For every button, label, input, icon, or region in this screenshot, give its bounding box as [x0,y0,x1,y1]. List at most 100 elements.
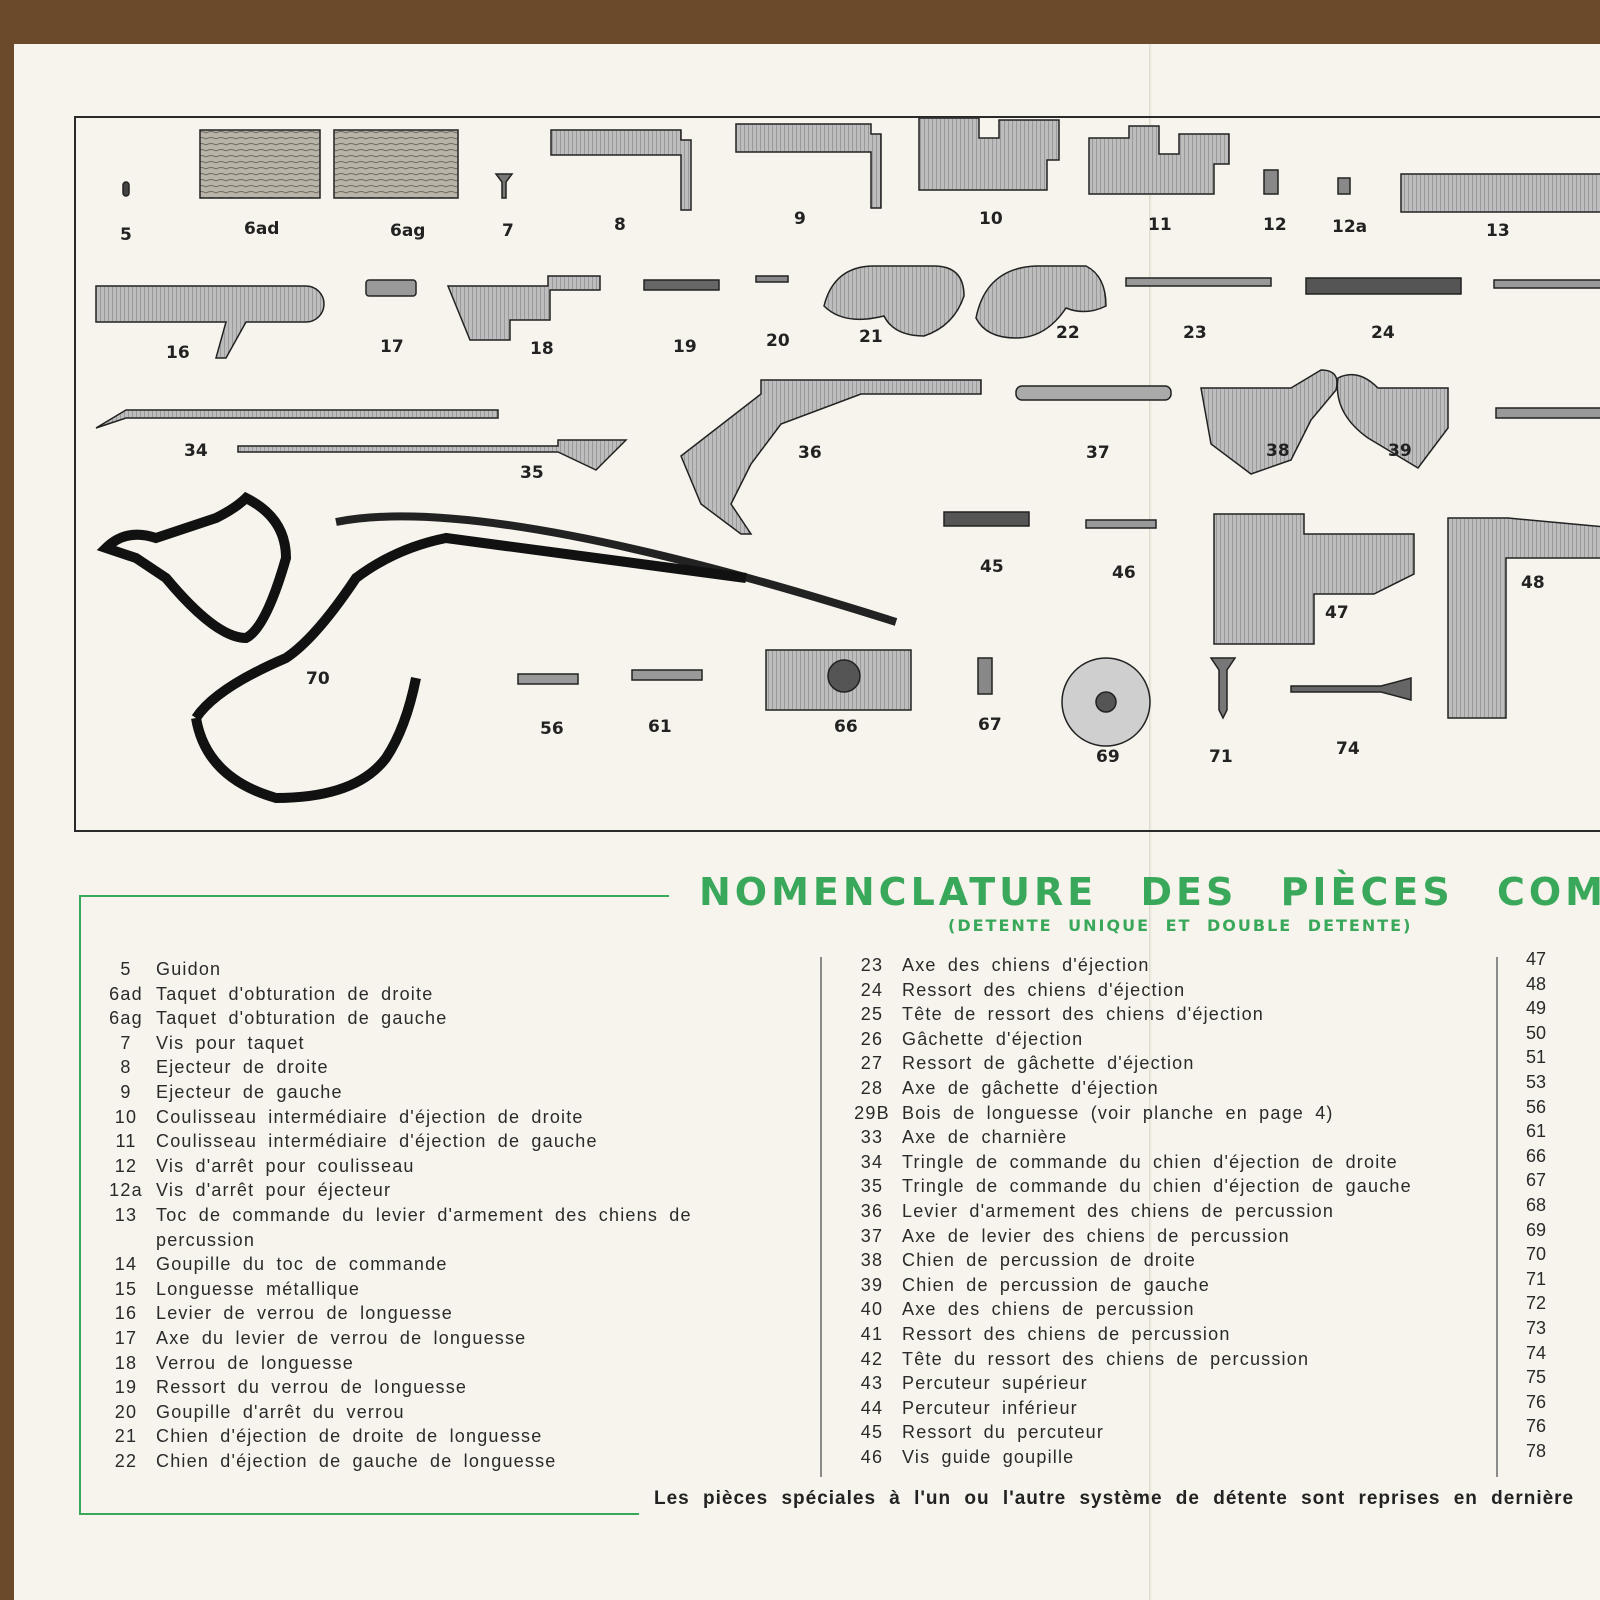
part-6ad [199,129,321,199]
green-rule-left [79,895,81,1515]
part-70-bar [335,512,898,626]
part-description: Goupille d'arrêt du verrou [156,1401,405,1422]
part-number: 70 [1526,1244,1547,1265]
part-6ag [333,129,459,199]
part-17 [365,279,417,297]
part-description: Percuteur inférieur [902,1397,1078,1418]
part-number: 49 [1526,998,1547,1019]
part-description: Axe de charnière [902,1127,1068,1148]
part-number: 56 [1526,1096,1547,1117]
part-description: Bois de longuesse (voir planche en page … [902,1102,1334,1123]
part-39 [1336,373,1449,469]
part-description: Coulisseau intermédiaire d'éjection de g… [156,1131,598,1152]
part-number: 38 [860,1250,884,1271]
plate-label: 12a [1332,217,1367,237]
plate-label: 11 [1148,215,1172,235]
part-number: 42 [860,1348,884,1369]
plate-label: 47 [1325,603,1349,623]
part-number: 34 [860,1151,884,1172]
part-description: Longuesse métallique [156,1278,361,1299]
part-number: 66 [1526,1145,1547,1166]
plate-label: 37 [1086,443,1110,463]
part-description: Tête du ressort des chiens de percussion [902,1348,1310,1369]
list-item: 36 Levier d'armement des chiens de percus… [842,1199,1482,1224]
part-description: Ejecteur de gauche [156,1081,343,1102]
part-number: 76 [1526,1416,1547,1437]
part-11 [1088,125,1230,195]
list-item: 24 Ressort des chiens d'éjection [842,978,1482,1003]
part-description: Levier d'armement des chiens de percussi… [902,1200,1335,1221]
plate-label: 70 [306,669,330,689]
part-number: 11 [115,1131,137,1152]
parts-plate: 5 6ad 6ag 7 8 9 10 11 12 12a 13 16 17 18… [74,116,1600,832]
part-description: Ressort du percuteur [902,1422,1105,1443]
plate-label: 74 [1336,739,1360,759]
part-9 [735,123,882,209]
part-5 [122,181,130,197]
part-69-center [1095,691,1117,713]
part-number: 61 [1526,1121,1547,1142]
part-number: 23 [860,955,884,975]
green-rule-bottom [79,1513,639,1515]
part-number: 8 [120,1057,132,1078]
list-item: 23 Axe des chiens d'éjection [842,953,1482,978]
parts-illustration: 5 6ad 6ag 7 8 9 10 11 12 12a 13 16 17 18… [95,118,1600,804]
green-rule-top [79,895,669,897]
part-21 [823,265,965,337]
parts-list-middle: 23 Axe des chiens d'éjection 24 Ressort des… [842,953,1482,1469]
part-61 [631,669,703,681]
part-number: 48 [1526,973,1547,994]
part-number: 71 [1526,1268,1547,1289]
part-35 [237,439,628,471]
page-fold [1149,44,1152,1600]
part-number: 36 [860,1200,884,1221]
part-description: Verrou de longuesse [156,1352,354,1373]
part-description: Chien d'éjection de droite de longuesse [156,1426,543,1447]
part-number: 6ag [109,1008,143,1029]
plate-label: 16 [166,343,190,363]
part-number: 76 [1526,1391,1547,1412]
plate-label: 71 [1209,747,1233,767]
part-description: Coulisseau intermédiaire d'éjection de d… [156,1106,584,1127]
page-title: NOMENCLATURE DES PIÈCES COMMUNE [699,870,1600,914]
part-70b [191,532,747,721]
part-number: 24 [860,979,884,1000]
part-13 [1400,173,1600,213]
part-16 [95,285,325,359]
plate-label: 17 [380,337,404,357]
part-70c [191,677,421,804]
part-description: Chien de percussion de gauche [902,1274,1210,1295]
plate-label: 7 [502,221,514,241]
part-number: 27 [860,1053,884,1074]
plate-label: 21 [859,327,883,347]
plate-label: 38 [1266,441,1290,461]
part-45 [943,511,1030,527]
part-71 [1209,657,1237,720]
part-description: Gâchette d'éjection [902,1028,1084,1049]
plate-label: 8 [614,215,626,235]
list-item: 26 Gâchette d'éjection [842,1027,1482,1052]
part-description: Axe des chiens d'éjection [902,955,1150,975]
part-12 [1263,169,1279,195]
part-number: 10 [114,1106,138,1127]
part-number: 26 [860,1028,884,1049]
part-number: 35 [860,1176,884,1197]
plate-label: 35 [520,463,544,483]
part-40 [1495,407,1600,419]
part-37 [1015,385,1172,401]
part-description: Levier de verrou de longuesse [156,1303,453,1324]
part-description: Ressort du verrou de longuesse [156,1377,468,1398]
part-description: Ressort des chiens d'éjection [902,979,1186,1000]
plate-label: 6ad [244,219,279,239]
